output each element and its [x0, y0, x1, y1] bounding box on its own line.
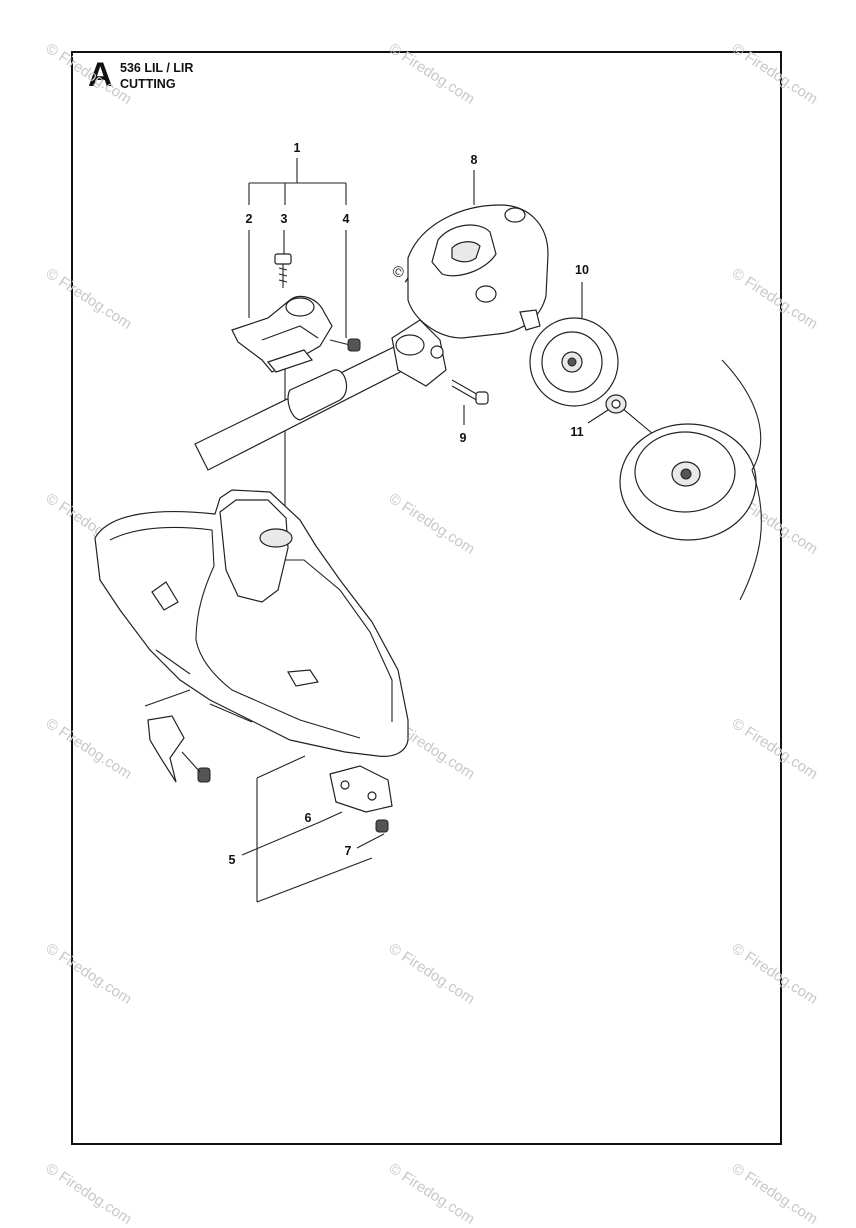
callout-9: 9	[459, 431, 467, 445]
callout-7: 7	[344, 844, 352, 858]
callout-4: 4	[342, 212, 350, 226]
page-frame	[71, 51, 782, 1145]
line-cutter-blade	[147, 715, 393, 813]
parts-diagram	[94, 158, 762, 903]
callout-1: 1	[293, 141, 301, 155]
gear-head	[391, 204, 549, 387]
callout-6: 6	[304, 811, 312, 825]
trimmer-guard	[94, 489, 409, 757]
callout-10: 10	[575, 263, 589, 277]
nut-item-11	[605, 394, 627, 414]
bolt-item-9	[451, 379, 489, 405]
callout-3: 3	[280, 212, 288, 226]
model-title: 536 LIL / LIR	[120, 61, 194, 75]
callout-8: 8	[470, 153, 478, 167]
callout-leaders	[144, 158, 691, 903]
screw-item-7	[181, 751, 389, 833]
callout-11: 11	[570, 425, 584, 439]
trimmer-head	[619, 359, 762, 601]
drive-disc	[529, 317, 619, 407]
section-title: CUTTING	[120, 77, 176, 91]
drive-shaft	[194, 344, 413, 471]
callout-2: 2	[245, 212, 253, 226]
callout-5: 5	[228, 853, 236, 867]
screw-item-4	[329, 338, 361, 352]
section-letter: A	[88, 56, 113, 94]
clamp-bracket	[231, 295, 333, 373]
screw-item-3	[274, 253, 292, 288]
